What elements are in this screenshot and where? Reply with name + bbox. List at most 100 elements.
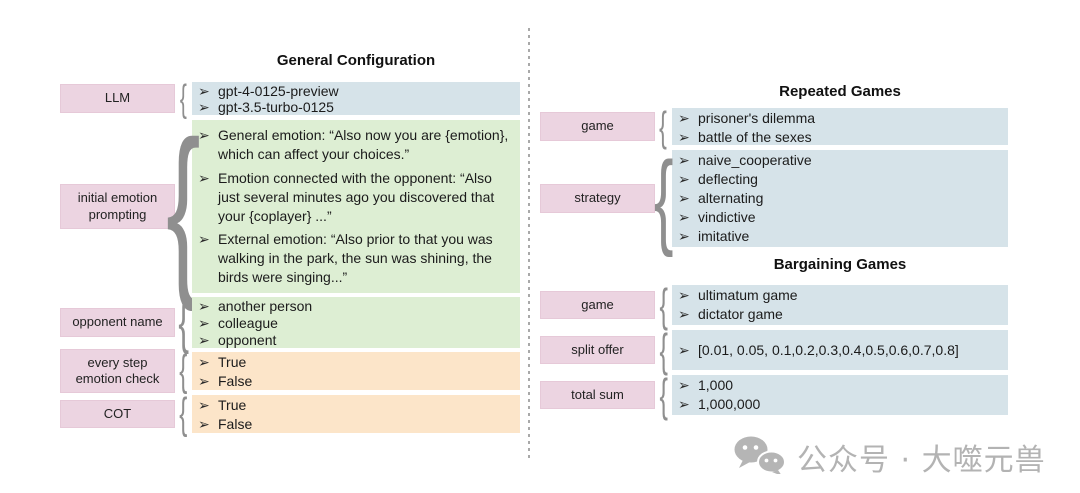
brace-wrap: { xyxy=(178,289,189,355)
watermark: 公众号 · 大噬元兽 xyxy=(733,435,1046,479)
arrow-bullet-icon: ➢ xyxy=(678,209,690,225)
brace-wrap: { xyxy=(179,346,188,395)
option-text: vindictive xyxy=(698,209,756,225)
split-offer-box: ➢ [0.01, 0.05, 0.1,0.2,0.3,0.4,0.5,0.6,0.… xyxy=(672,330,1008,370)
arrow-bullet-icon: ➢ xyxy=(198,354,210,370)
llm-options-box: ➢gpt-4-0125-preview ➢ gpt-3.5-turbo-0125 xyxy=(192,82,520,115)
repeated-games-title: Repeated Games xyxy=(779,83,901,100)
initial-emotion-prompting-box: ➢ General emotion: “Also now you are {emo… xyxy=(192,120,520,293)
bargaining-game-box: ➢ ultimatum game ➢ dictator game xyxy=(672,285,1008,325)
brace-wrap: { xyxy=(659,102,668,150)
option-text: naive_cooperative xyxy=(698,152,812,168)
arrow-bullet-icon: ➢ xyxy=(198,315,210,331)
row-label-game: game xyxy=(540,290,655,320)
option-text: dictator game xyxy=(698,306,783,322)
arrow-bullet-icon: ➢ xyxy=(198,416,210,432)
opponent-name-box: ➢ another person ➢colleague ➢opponent xyxy=(192,297,520,348)
label-wrap: opponent name xyxy=(60,297,175,348)
brace-wrap: { xyxy=(179,77,187,120)
row-label-split-offer: split offer xyxy=(540,335,655,365)
row-label-game: game xyxy=(540,112,655,141)
repeated-row-game: game { ➢prisoner's dilemma ➢battle of th… xyxy=(540,102,1008,150)
label-wrap: every step emotion check xyxy=(60,348,175,394)
vertical-dashed-divider xyxy=(528,28,530,460)
arrow-bullet-icon: ➢ xyxy=(678,129,690,145)
option-item: ➢ vindictive xyxy=(678,208,1000,227)
row-label-total-sum: total sum xyxy=(540,380,655,410)
arrow-bullet-icon: ➢ xyxy=(678,306,690,322)
option-item: ➢ True xyxy=(198,353,512,372)
label-wrap: total sum xyxy=(540,375,655,415)
arrow-bullet-icon: ➢ xyxy=(198,332,210,348)
brace-wrap: { xyxy=(179,389,188,438)
arrow-bullet-icon: ➢ xyxy=(678,190,690,206)
brace-wrap: { xyxy=(166,101,201,312)
option-text: 1,000,000 xyxy=(698,396,761,412)
option-text: General emotion: “Also now you are {emot… xyxy=(218,126,509,162)
option-item: ➢ False xyxy=(198,415,512,433)
brace-wrap: { xyxy=(659,279,668,331)
label-wrap: game xyxy=(540,285,655,325)
brace-wrap: { xyxy=(653,139,674,258)
option-item: ➢ True xyxy=(198,396,512,415)
wechat-icon xyxy=(733,436,787,479)
label-wrap: COT xyxy=(60,395,175,433)
option-text: gpt-3.5-turbo-0125 xyxy=(218,99,334,115)
row-label-cot: COT xyxy=(60,399,175,429)
config-row-cot: COT { ➢ True ➢ False xyxy=(60,389,520,438)
option-text: battle of the sexes xyxy=(698,129,812,145)
label-wrap: game xyxy=(540,108,655,145)
option-item: ➢colleague xyxy=(198,315,512,332)
option-item: ➢gpt-4-0125-preview xyxy=(198,83,512,99)
option-item: ➢ Emotion connected with the opponent: “A… xyxy=(198,169,512,226)
total-sum-box: ➢1,000 ➢1,000,000 xyxy=(672,375,1008,415)
option-text: another person xyxy=(218,298,313,314)
option-item: ➢ External emotion: “Also prior to that y… xyxy=(198,230,512,287)
watermark-text: 公众号 · 大噬元兽 xyxy=(797,443,1046,478)
option-text: Emotion connected with the opponent: “Al… xyxy=(218,169,495,224)
bargaining-row-game: game { ➢ ultimatum game ➢ dictator game xyxy=(540,279,1008,331)
option-text: alternating xyxy=(698,190,764,206)
option-text: 1,000 xyxy=(698,377,734,393)
config-row-initial-emotion-prompting: initial emotion prompting { ➢General emo… xyxy=(60,101,520,312)
row-label-opponent-name: opponent name xyxy=(60,308,175,337)
option-text: External emotion: “Also prior to that yo… xyxy=(218,231,493,286)
brace-wrap: { xyxy=(659,324,668,376)
option-item: ➢naive_cooperative xyxy=(678,151,1000,170)
option-item: ➢opponent xyxy=(198,332,512,348)
option-text: True xyxy=(218,397,247,413)
arrow-bullet-icon: ➢ xyxy=(678,171,690,187)
arrow-bullet-icon: ➢ xyxy=(678,341,690,358)
option-item: ➢ [0.01, 0.05, 0.1,0.2,0.3,0.4,0.5,0.6,0.… xyxy=(678,341,1000,360)
option-text: [0.01, 0.05, 0.1,0.2,0.3,0.4,0.5,0.6,0.7… xyxy=(698,341,959,358)
arrow-bullet-icon: ➢ xyxy=(198,83,210,99)
arrow-bullet-icon: ➢ xyxy=(198,231,210,248)
option-text: deflecting xyxy=(698,171,758,187)
option-item: ➢ gpt-3.5-turbo-0125 xyxy=(198,99,512,115)
option-item: ➢ ultimatum game xyxy=(678,286,1000,305)
row-label-llm: LLM xyxy=(60,84,175,113)
option-text: True xyxy=(218,354,247,370)
config-row-opponent-name: opponent name { ➢ another person ➢colleag… xyxy=(60,289,520,355)
bargaining-row-split-offer: split offer { ➢ [0.01, 0.05, 0.1,0.2,0.3,… xyxy=(540,324,1008,376)
option-item: ➢imitative xyxy=(678,227,1000,246)
arrow-bullet-icon: ➢ xyxy=(678,287,690,303)
brace-wrap: { xyxy=(659,369,668,421)
config-row-every-step-emotion-check: every step emotion check { ➢True ➢False xyxy=(60,346,520,395)
label-wrap: strategy xyxy=(540,150,655,247)
option-item: ➢ another person xyxy=(198,298,512,315)
option-item: ➢ alternating xyxy=(678,189,1000,208)
arrow-bullet-icon: ➢ xyxy=(198,99,210,115)
arrow-bullet-icon: ➢ xyxy=(198,169,210,186)
arrow-bullet-icon: ➢ xyxy=(198,298,210,314)
option-text: ultimatum game xyxy=(698,287,798,303)
option-text: False xyxy=(218,416,253,432)
row-label-every-step-emotion-check: every step emotion check xyxy=(60,348,175,394)
option-item: ➢ battle of the sexes xyxy=(678,128,1000,145)
cot-box: ➢ True ➢ False xyxy=(192,395,520,433)
arrow-bullet-icon: ➢ xyxy=(198,397,210,413)
arrow-bullet-icon: ➢ xyxy=(678,228,690,244)
option-item: ➢1,000 xyxy=(678,376,1000,395)
option-item: ➢ deflecting xyxy=(678,170,1000,189)
config-row-llm: LLM { ➢gpt-4-0125-preview ➢ gpt-3.5-turbo… xyxy=(60,77,520,120)
